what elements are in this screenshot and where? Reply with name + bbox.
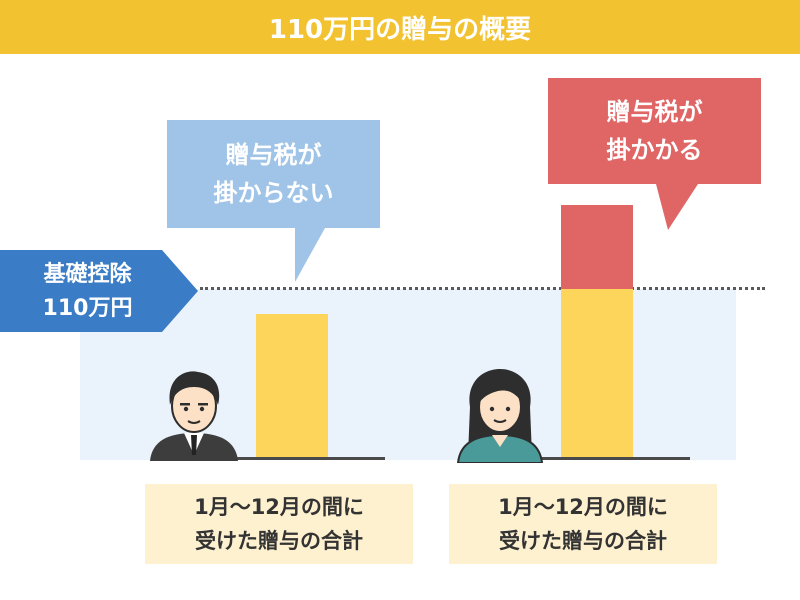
speech-bubble-tax-line1: 贈与税が xyxy=(606,98,703,126)
threshold-label-arrow xyxy=(0,250,198,332)
caption-right: 1月～12月の間に 受けた贈与の合計 xyxy=(449,484,717,564)
speech-bubble-tax-line2: 掛かかる xyxy=(606,136,703,164)
gift-bar-right-excess xyxy=(561,205,633,289)
woman-icon xyxy=(456,369,544,463)
page-title-text: 110万円の贈与の概要 xyxy=(268,14,532,45)
gift-bar-right-base xyxy=(561,289,633,458)
page-title: 110万円の贈与の概要 xyxy=(0,0,800,54)
gift-bar-left xyxy=(256,314,328,458)
speech-bubble-tax-text: 贈与税が 掛かかる xyxy=(548,78,761,184)
caption-left-line1: 1月～12月の間に xyxy=(194,495,364,519)
threshold-line xyxy=(200,287,765,290)
speech-bubble-tax xyxy=(548,78,761,230)
baseline-left xyxy=(200,457,385,460)
speech-bubble-no-tax-line2: 掛からない xyxy=(213,179,334,207)
caption-left: 1月～12月の間に 受けた贈与の合計 xyxy=(145,484,413,564)
speech-bubble-no-tax xyxy=(167,120,380,282)
man-in-suit-icon xyxy=(150,371,238,461)
caption-right-line1: 1月～12月の間に xyxy=(498,495,668,519)
caption-left-line2: 受けた贈与の合計 xyxy=(195,529,363,553)
speech-bubble-no-tax-line1: 贈与税が xyxy=(225,141,322,169)
threshold-label-line2: 110万円 xyxy=(42,296,133,321)
baseline-right xyxy=(500,457,690,460)
threshold-label-line1: 基礎控除 xyxy=(43,262,132,287)
caption-right-line2: 受けた贈与の合計 xyxy=(499,529,667,553)
speech-bubble-no-tax-text: 贈与税が 掛からない xyxy=(167,120,380,228)
threshold-label: 基礎控除 110万円 xyxy=(0,250,175,334)
